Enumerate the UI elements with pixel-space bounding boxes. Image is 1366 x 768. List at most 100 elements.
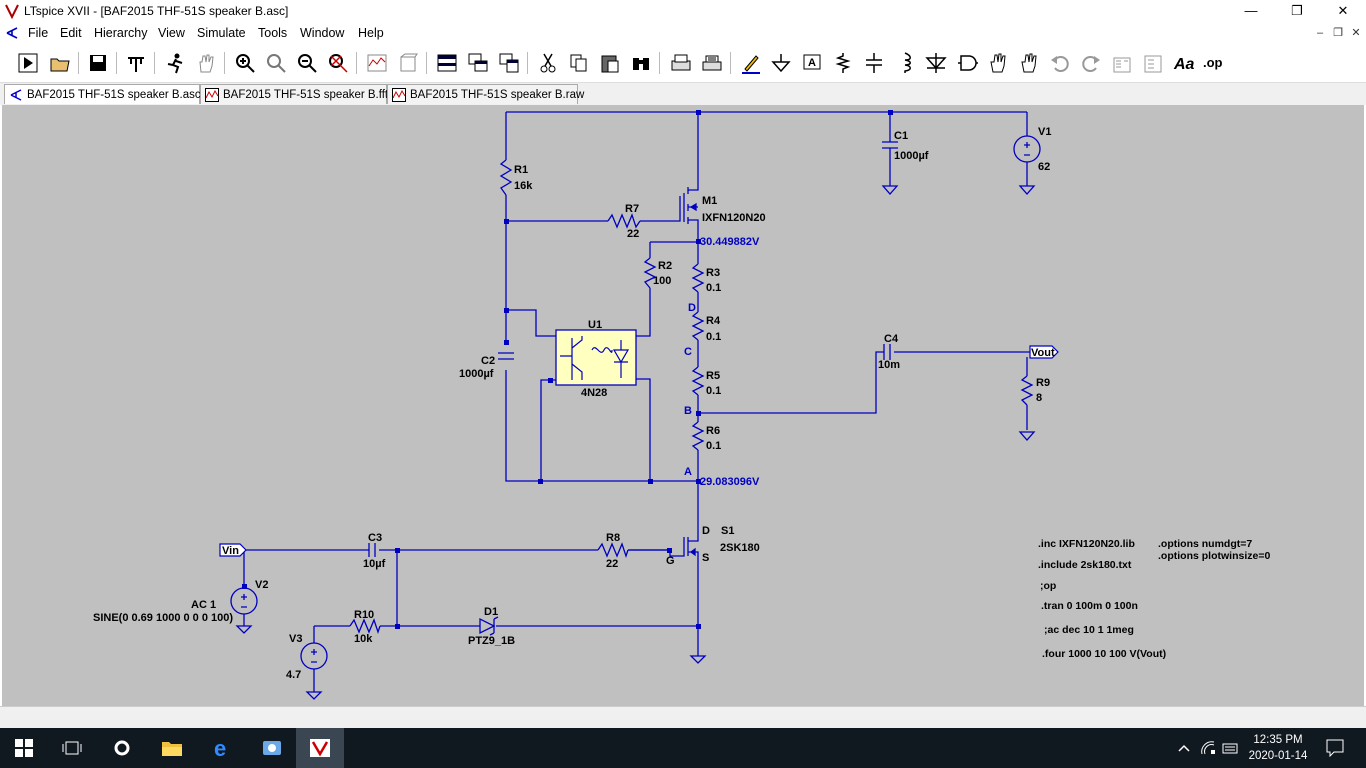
menu-help[interactable]: Help <box>358 26 384 40</box>
redo-icon[interactable] <box>1078 50 1104 76</box>
node-label-c: C <box>684 346 692 358</box>
directive-tran[interactable]: .tran 0 100m 0 100n <box>1041 600 1138 612</box>
vout-port[interactable] <box>1029 345 1059 359</box>
network-icon[interactable] <box>1200 740 1216 756</box>
vin-label: Vin <box>222 545 239 557</box>
mirror-icon[interactable] <box>1140 50 1166 76</box>
tile-horizontal-icon[interactable] <box>434 50 460 76</box>
zoom-area-icon[interactable] <box>263 50 289 76</box>
zoom-out-icon[interactable] <box>294 50 320 76</box>
paste-icon[interactable] <box>597 50 623 76</box>
menu-file[interactable]: File <box>28 26 49 40</box>
directive-include[interactable]: .include 2sk180.txt <box>1038 559 1132 571</box>
maximize-button[interactable]: ❐ <box>1291 3 1303 18</box>
autorange-plot-icon[interactable] <box>364 50 390 76</box>
app-icon[interactable] <box>248 728 296 768</box>
directive-op[interactable]: ;op <box>1040 580 1056 592</box>
run-icon[interactable] <box>15 50 41 76</box>
menu-edit[interactable]: Edit <box>60 26 82 40</box>
rotate-icon[interactable] <box>1109 50 1135 76</box>
print-setup-icon[interactable] <box>699 50 725 76</box>
node-voltage-top: 30.449882V <box>700 236 760 248</box>
find-binoculars-icon[interactable] <box>628 50 654 76</box>
node-label-b: B <box>684 405 692 417</box>
start-button[interactable] <box>0 728 48 768</box>
r4-name: R4 <box>706 315 721 327</box>
resistor-icon[interactable] <box>830 50 856 76</box>
directive-options-plotwinsize[interactable]: .options plotwinsize=0 <box>1158 550 1270 562</box>
tab-raw[interactable]: BAF2015 THF-51S speaker B.raw <box>387 84 584 104</box>
edge-browser-icon[interactable]: e <box>198 728 246 768</box>
component-icon[interactable] <box>954 50 980 76</box>
inductor-icon[interactable] <box>892 50 918 76</box>
mdi-close-button[interactable]: ✕ <box>1351 27 1361 39</box>
chevron-up-icon[interactable] <box>1176 740 1192 756</box>
ground-icon[interactable] <box>768 50 794 76</box>
menu-bar: File Edit Hierarchy View Simulate Tools … <box>0 22 1366 44</box>
print-icon[interactable] <box>668 50 694 76</box>
schematic-canvas[interactable]: R1 16k R7 22 M1 IXFN120N20 R2 100 R3 0.1… <box>2 105 1364 706</box>
close-button[interactable]: ✕ <box>1337 3 1349 18</box>
move-hand-icon[interactable] <box>985 50 1011 76</box>
minimize-button[interactable]: — <box>1244 3 1258 18</box>
menu-simulate[interactable]: Simulate <box>197 26 246 40</box>
zoom-in-icon[interactable] <box>232 50 258 76</box>
ltspice-taskbar-icon[interactable] <box>296 728 344 768</box>
s1-value: 2SK180 <box>720 542 760 554</box>
tile-vertical-icon[interactable] <box>496 50 522 76</box>
mdi-restore-button[interactable]: ❐ <box>1333 27 1343 39</box>
vin-port[interactable] <box>219 543 247 557</box>
node-label-d: D <box>688 302 696 314</box>
save-icon[interactable] <box>85 50 111 76</box>
r4-value: 0.1 <box>706 331 721 343</box>
open-folder-icon[interactable] <box>47 50 73 76</box>
r2-value: 100 <box>653 275 671 287</box>
spice-directive-icon[interactable]: .op <box>1202 50 1228 76</box>
schematic-icon <box>10 89 22 101</box>
menu-view[interactable]: View <box>158 26 185 40</box>
capacitor-icon[interactable] <box>861 50 887 76</box>
diode-icon[interactable] <box>923 50 949 76</box>
task-view-icon[interactable] <box>48 728 96 768</box>
zoom-fit-icon[interactable] <box>325 50 351 76</box>
directive-inc[interactable]: .inc IXFN120N20.lib <box>1038 538 1135 550</box>
directive-ac[interactable]: ;ac dec 10 1 1meg <box>1044 624 1134 636</box>
svg-text:Aa: Aa <box>1173 56 1195 73</box>
tab-fft[interactable]: BAF2015 THF-51S speaker B.fft <box>200 84 388 104</box>
clock[interactable]: 12:35 PM 2020-01-14 <box>1238 732 1318 764</box>
draw-wire-icon[interactable] <box>738 50 764 76</box>
label-net-icon[interactable]: A <box>799 50 825 76</box>
keyboard-icon[interactable] <box>1222 740 1238 756</box>
cut-icon[interactable] <box>535 50 561 76</box>
tab-schematic[interactable]: BAF2015 THF-51S speaker B.asc <box>4 84 201 104</box>
drag-hand-icon[interactable] <box>1016 50 1042 76</box>
directive-four[interactable]: .four 1000 10 100 V(Vout) <box>1042 648 1166 660</box>
c2-value: 1000µf <box>459 368 494 380</box>
text-icon[interactable]: Aa <box>1171 50 1197 76</box>
directive-options-numdgt[interactable]: .options numdgt=7 <box>1158 538 1252 550</box>
notifications-icon[interactable] <box>1326 739 1344 757</box>
mdi-minimize-button[interactable]: – <box>1316 27 1324 39</box>
c4-name: C4 <box>884 333 899 345</box>
schematic-doc-icon[interactable] <box>4 25 20 41</box>
d1-name: D1 <box>484 606 498 618</box>
file-explorer-icon[interactable] <box>148 728 196 768</box>
svg-text:e: e <box>214 737 226 759</box>
pan-hand-icon[interactable] <box>193 50 219 76</box>
u1-optocoupler[interactable] <box>555 329 637 386</box>
v2-name: V2 <box>255 579 268 591</box>
cascade-windows-icon[interactable] <box>465 50 491 76</box>
menu-tools[interactable]: Tools <box>258 26 288 40</box>
c1-name: C1 <box>894 130 908 142</box>
control-panel-icon[interactable] <box>123 50 149 76</box>
plot-settings-icon[interactable] <box>395 50 421 76</box>
menu-hierarchy[interactable]: Hierarchy <box>94 26 148 40</box>
document-tabs: BAF2015 THF-51S speaker B.asc BAF2015 TH… <box>0 83 1366 105</box>
settings-gear-icon[interactable] <box>98 728 146 768</box>
halt-run-icon[interactable] <box>162 50 188 76</box>
r1-value: 16k <box>514 180 533 192</box>
copy-icon[interactable] <box>566 50 592 76</box>
undo-icon[interactable] <box>1047 50 1073 76</box>
node-voltage-bottom: 29.083096V <box>700 476 760 488</box>
menu-window[interactable]: Window <box>300 26 345 40</box>
